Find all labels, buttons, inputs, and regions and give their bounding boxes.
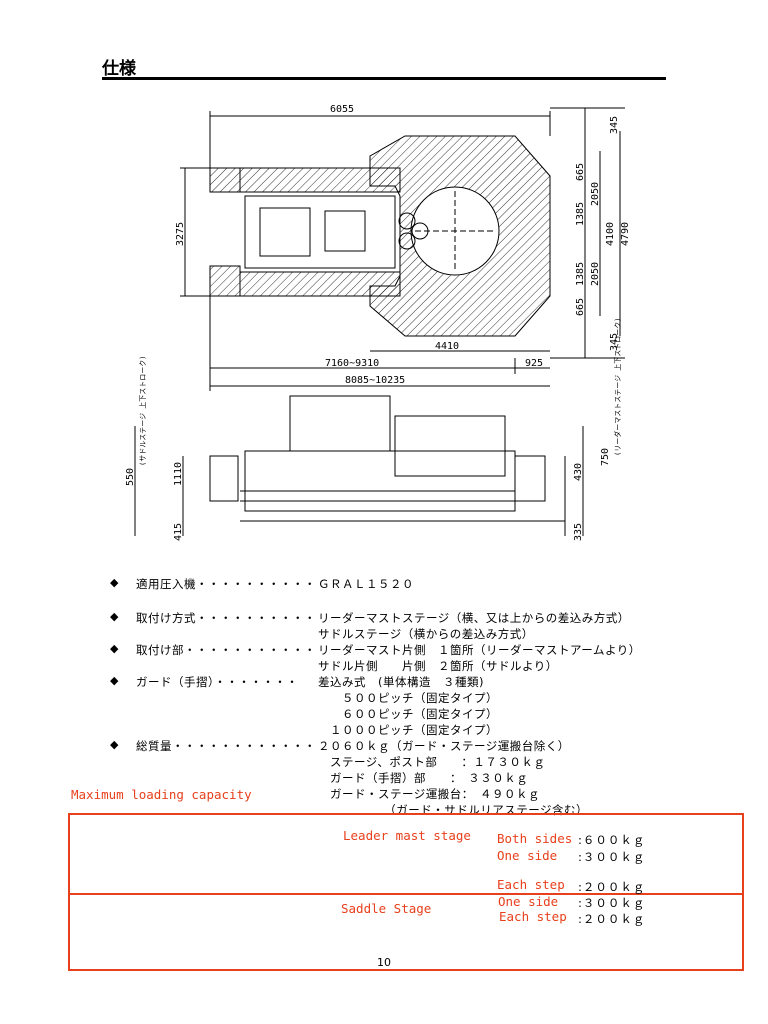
dim-7160: 7160~9310 — [325, 358, 379, 369]
both-sides-value: :６００ｋｇ — [578, 833, 646, 847]
dim-430: 430 — [573, 463, 584, 481]
page-number: 10 — [377, 956, 391, 969]
bullet-icon: ◆ — [110, 738, 119, 751]
bullet-icon: ◆ — [110, 610, 119, 623]
saddle-one-side-label: One side — [498, 894, 559, 909]
saddle-each-step-value: :２００ｋｇ — [578, 912, 646, 926]
each-step-label: Each step — [497, 877, 565, 892]
spec-value: リーダーマストステージ（横、又は上からの差込み方式） — [318, 611, 630, 625]
bullet-icon: ◆ — [110, 674, 119, 687]
bullet-icon: ◆ — [110, 576, 119, 589]
spec-value: ５００ピッチ（固定タイプ） — [318, 691, 498, 705]
dim-750-note: (リーダーマストステージ 上下ストローク) — [613, 317, 622, 456]
dim-750: 750 — [600, 448, 611, 466]
dim-665-bottom: 665 — [575, 298, 586, 316]
saddle-one-side-value: :３００ｋｇ — [578, 896, 646, 910]
both-sides-label: Both sides — [497, 831, 573, 846]
one-side-label: One side — [497, 848, 558, 863]
page-heading: 仕様 — [102, 59, 136, 79]
dim-345-top: 345 — [609, 116, 620, 134]
spec-value: ガード（手摺）部 ： ３３０ｋｇ — [318, 771, 529, 785]
spec-value: リーダーマスト片側 １箇所（リーダーマストアームより） — [318, 643, 641, 657]
dim-550-note: (サドルステージ 上下ストローク) — [138, 355, 147, 466]
dim-2050-top: 2050 — [590, 182, 601, 206]
bullet-icon: ◆ — [110, 642, 119, 655]
each-step-value: :２００ｋｇ — [578, 880, 646, 894]
dim-4410: 4410 — [435, 341, 459, 352]
annotation-title: Maximum loading capacity — [71, 787, 252, 802]
dim-1385-bottom: 1385 — [575, 262, 586, 286]
heading-rule — [102, 77, 666, 80]
saddle-stage-label: Saddle Stage — [341, 901, 432, 916]
spec-label: 取付け部・・・・・・・・・・・ — [136, 643, 316, 657]
dim-345-bottom: 345 — [609, 333, 620, 351]
dim-4790: 4790 — [620, 222, 631, 246]
dim-335: 335 — [573, 523, 584, 541]
dim-6055: 6055 — [330, 104, 354, 115]
spec-value: ガード・ステージ運搬台： ４９０ｋｇ — [318, 787, 541, 801]
dim-3275: 3275 — [175, 222, 186, 246]
technical-drawing: 6055 3275 345 665 1385 2050 4100 4790 13… — [125, 104, 631, 541]
dim-1385-top: 1385 — [575, 202, 586, 226]
spec-label: 総質量・・・・・・・・・・・・ — [136, 739, 316, 753]
spec-value: ＧＲＡＬ１５２０ — [318, 577, 414, 591]
spec-value: １０００ピッチ（固定タイプ） — [318, 723, 498, 737]
spec-value: サドル片側 片側 ２箇所（サドルより） — [318, 659, 558, 673]
dim-4100: 4100 — [605, 222, 616, 246]
dim-1110: 1110 — [173, 462, 184, 486]
dim-415: 415 — [173, 523, 184, 541]
spec-value: ステージ、ポスト部 ：１７３０ｋｇ — [318, 755, 546, 769]
spec-value: サドルステージ（横からの差込み方式） — [318, 627, 534, 641]
dim-665-top: 665 — [575, 163, 586, 181]
spec-value: 差込み式 (単体構造 ３種類) — [318, 675, 484, 689]
leader-mast-label: Leader mast stage — [343, 828, 471, 843]
saddle-stage-box — [68, 893, 744, 971]
one-side-value: :３００ｋｇ — [578, 850, 646, 864]
spec-label: ガード（手摺）・・・・・・・ — [136, 675, 299, 689]
dim-2050-bottom: 2050 — [590, 262, 601, 286]
dim-550: 550 — [125, 468, 136, 486]
dim-925: 925 — [525, 358, 543, 369]
spec-value: ２０６０ｋｇ（ガード・ステージ運搬台除く） — [318, 739, 570, 753]
dim-8085: 8085~10235 — [345, 375, 405, 386]
spec-label: 取付け方式・・・・・・・・・・ — [136, 611, 316, 625]
spec-value: ６００ピッチ（固定タイプ） — [318, 707, 498, 721]
spec-label: 適用圧入機・・・・・・・・・・ — [136, 577, 316, 591]
saddle-each-step-label: Each step — [499, 909, 567, 924]
